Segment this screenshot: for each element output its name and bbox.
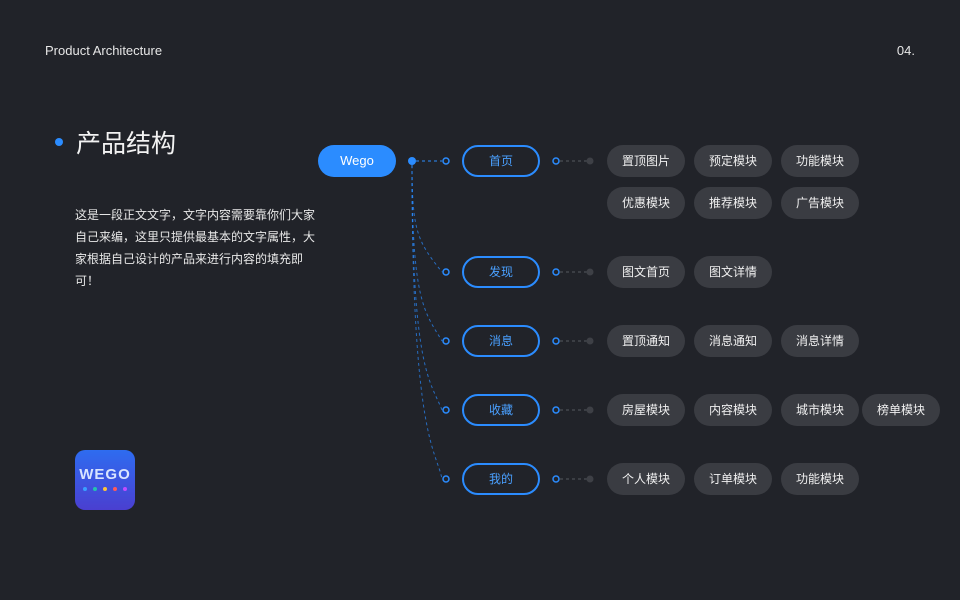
module-chip[interactable]: 推荐模块 [694,187,772,219]
header-title: Product Architecture [45,43,163,58]
branch-node[interactable]: 收藏 [462,394,540,426]
node-in-dot [442,268,450,276]
node-out-dot [552,475,560,483]
node-out-dot [552,406,560,414]
branch-node[interactable]: 消息 [462,325,540,357]
section-description: 这是一段正文文字，文字内容需要靠你们大家自己来编，这里只提供最基本的文字属性，大… [75,208,316,288]
branch-connector [411,164,443,480]
logo-dot [113,487,117,491]
child-connector-dot [586,268,594,276]
module-chip[interactable]: 消息详情 [781,325,859,357]
module-chip[interactable]: 个人模块 [607,463,685,495]
node-out-dot [552,268,560,276]
module-chip[interactable]: 优惠模块 [607,187,685,219]
logo-dot [93,487,97,491]
branch-node[interactable]: 发现 [462,256,540,288]
module-chip[interactable]: 广告模块 [781,187,859,219]
module-chip[interactable]: 功能模块 [781,145,859,177]
branch-connector [411,164,443,411]
node-out-dot [552,337,560,345]
module-chip[interactable]: 图文首页 [607,256,685,288]
module-chip[interactable]: 内容模块 [694,394,772,426]
page-number: 04. [896,43,915,58]
child-connector-dot [586,475,594,483]
branch-connector [411,164,443,273]
node-in-dot [442,337,450,345]
module-chip[interactable]: 置顶通知 [607,325,685,357]
branch-node[interactable]: 我的 [462,463,540,495]
child-connector-dot [586,406,594,414]
logo-dot [103,487,107,491]
root-connector-dot [408,157,416,165]
section-title: 产品结构 [76,129,177,158]
node-out-dot [552,157,560,165]
wego-logo: WEGO [75,450,135,510]
node-in-dot [442,157,450,165]
module-chip[interactable]: 订单模块 [694,463,772,495]
child-connector-dot [586,157,594,165]
branch-node[interactable]: 首页 [462,145,540,177]
bullet-icon [55,138,63,146]
child-connector-dot [586,337,594,345]
logo-dots [75,487,135,491]
root-node[interactable]: Wego [318,145,396,177]
module-chip[interactable]: 城市模块 [781,394,859,426]
logo-text: WEGO [79,466,131,483]
module-chip[interactable]: 房屋模块 [607,394,685,426]
module-chip[interactable]: 功能模块 [781,463,859,495]
module-chip[interactable]: 置顶图片 [607,145,685,177]
module-chip[interactable]: 消息通知 [694,325,772,357]
module-chip[interactable]: 预定模块 [694,145,772,177]
branch-connector [411,164,443,342]
logo-dot [123,487,127,491]
logo-dot [83,487,87,491]
module-chip[interactable]: 图文详情 [694,256,772,288]
node-in-dot [442,406,450,414]
node-in-dot [442,475,450,483]
module-chip[interactable]: 榜单模块 [862,394,940,426]
